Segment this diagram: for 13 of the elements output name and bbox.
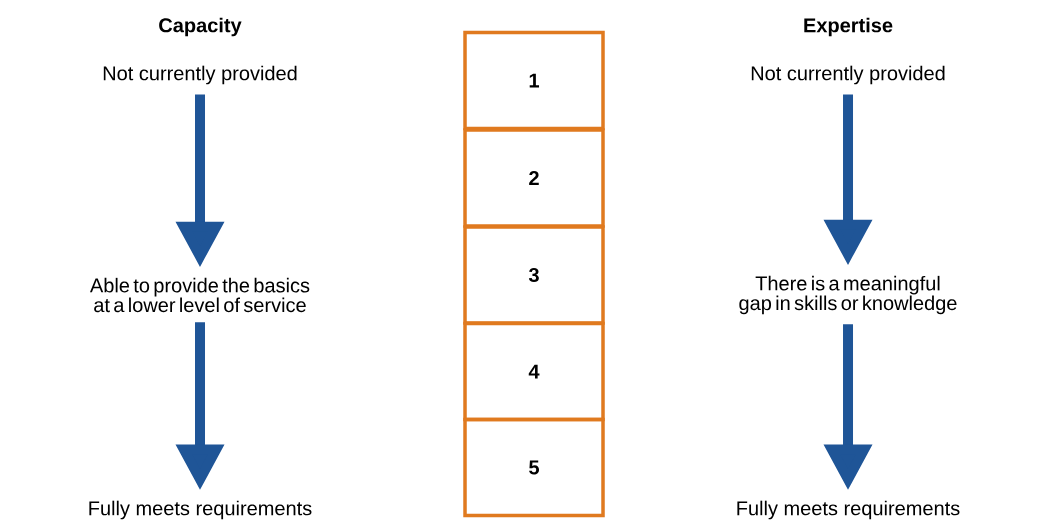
level-text: Able to provide the basics at a lower level of service: [89, 277, 310, 313]
numbered-box: 3: [463, 225, 605, 325]
level-text: There is a meaningful gap in skills or knowledge: [739, 275, 957, 315]
column-heading: Expertise: [804, 17, 893, 37]
level-text: Fully meets requirements: [737, 500, 960, 520]
level-text: Fully meets requirements: [89, 500, 312, 520]
column-heading: Capacity: [159, 17, 242, 37]
level-text: Not currently provided: [103, 65, 297, 85]
numbered-box: 4: [463, 321, 605, 422]
numbered-box: 1: [463, 30, 605, 131]
numbered-box: 2: [463, 128, 605, 228]
numbered-box: 5: [463, 417, 605, 518]
level-text: Not currently provided: [751, 65, 945, 85]
